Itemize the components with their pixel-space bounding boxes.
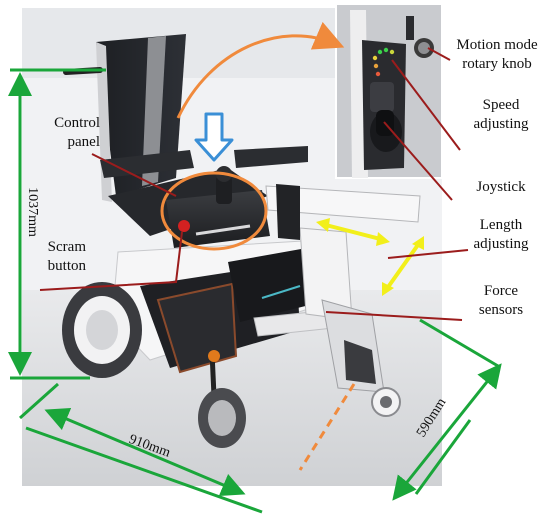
- wheelchair: [62, 34, 421, 448]
- length-adjusting-label-line1: Length: [479, 217, 523, 233]
- scram-button-label-line1: Scram: [47, 239, 86, 255]
- scram-button-label: Scram button: [10, 238, 86, 276]
- motion-mode-knob-label-line1: Motion mode: [456, 37, 538, 53]
- leader-lines: [39, 47, 469, 321]
- speed-adjusting-label-line1: Speed: [482, 97, 520, 113]
- dimension-lines: [8, 68, 502, 514]
- height-dimension: 1037mm: [25, 187, 40, 237]
- force-sensors-label: Force sensors: [456, 282, 546, 320]
- force-sensors-label-line2: sensors: [478, 302, 524, 318]
- control-panel-label-line2: panel: [67, 134, 100, 150]
- length-motion-arrows: [316, 218, 424, 296]
- inset-photo: [335, 3, 443, 179]
- scram-button-label-line2: button: [47, 258, 86, 274]
- force-sensors-label-line1: Force: [483, 283, 519, 299]
- length-adjusting-label-line2: adjusting: [473, 236, 529, 252]
- control-panel-label-line1: Control: [54, 115, 100, 131]
- highlight-ring: [160, 171, 268, 251]
- speed-adjusting-label: Speed adjusting: [456, 96, 546, 134]
- speed-adjusting-label-line2: adjusting: [473, 116, 529, 132]
- down-arrow-icon: [194, 112, 234, 162]
- motion-mode-knob-label: Motion mode rotary knob: [446, 36, 548, 74]
- length-adjusting-label: Length adjusting: [456, 216, 546, 254]
- control-panel: [166, 166, 300, 248]
- inset-pointer-arrow: [176, 21, 345, 119]
- rear-wheel: [62, 282, 142, 378]
- center-line: [298, 383, 356, 471]
- control-panel-label: Control panel: [30, 114, 100, 152]
- speed-indicator-dots: [372, 47, 395, 77]
- motion-mode-knob-label-line2: rotary knob: [462, 56, 532, 72]
- joystick-label: Joystick: [476, 179, 526, 195]
